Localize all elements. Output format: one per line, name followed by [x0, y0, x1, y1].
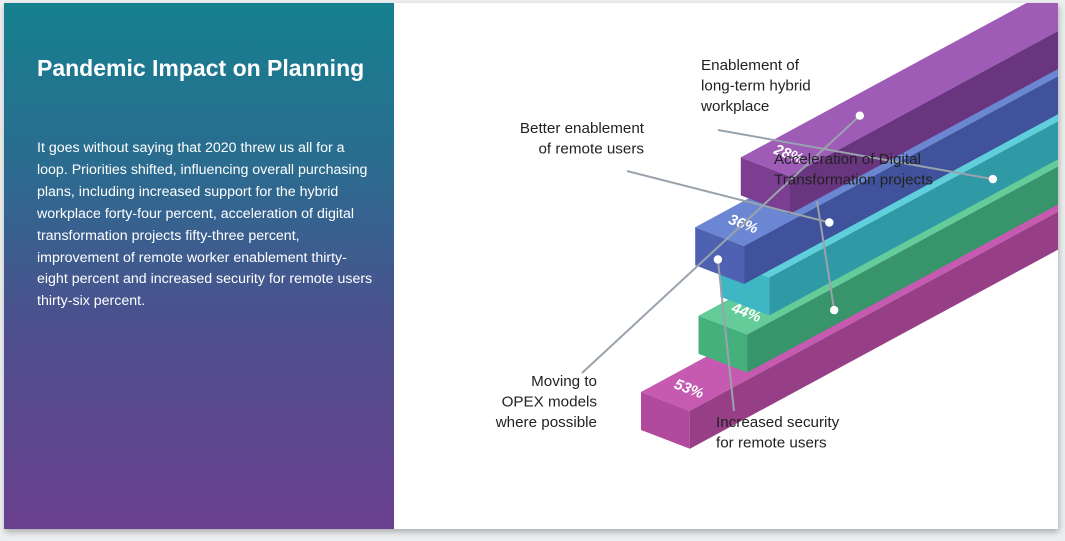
callout-text-line: where possible [495, 414, 597, 431]
bar-side-face [789, 31, 1058, 215]
callout-leader-line [716, 259, 735, 412]
bar-front-face [698, 315, 748, 373]
callout-leader-line [717, 129, 994, 181]
callout-text-line: OPEX models [502, 394, 598, 411]
callout-4: Enablement of long-term hybrid workplace [700, 57, 998, 184]
callout-2: Increased security for remote users [713, 255, 840, 452]
bar-front-face [695, 227, 745, 284]
infographic-card: Pandemic Impact on Planning It goes with… [4, 3, 1058, 529]
callout-text-line: workplace [700, 98, 769, 115]
callout-text-line: Better enablement [520, 120, 645, 137]
callout-text-line: for remote users [716, 435, 827, 452]
callout-leader-line [626, 170, 830, 224]
callout-dot [988, 174, 998, 184]
callout-text-line: Enablement of [701, 57, 800, 74]
callout-dot [830, 305, 839, 315]
callout-text-line: Increased security [716, 414, 840, 431]
callout-dot [713, 255, 723, 264]
callout-leader-line [816, 200, 836, 311]
bar-side-face [747, 166, 1058, 373]
bar-front-face [740, 157, 790, 215]
callout-text-line: Moving to [531, 373, 597, 390]
callout-3: Better enablement of remote users [520, 120, 834, 227]
bar-1: 28% [740, 3, 1058, 215]
callout-1: Moving to OPEX models where possible [495, 111, 864, 431]
intro-paragraph: It goes without saying that 2020 threw u… [37, 140, 373, 310]
callout-text-line: long-term hybrid [701, 78, 811, 95]
bar-side-face [769, 121, 1058, 316]
callout-text-line: Acceleration of Digital [774, 151, 921, 168]
bar-front-face [641, 392, 690, 449]
bar-side-face [689, 211, 1058, 449]
callout-text-line: of remote users [538, 141, 644, 158]
page-title: Pandemic Impact on Planning [37, 55, 365, 81]
intro-panel: Pandemic Impact on Planning It goes with… [4, 3, 394, 529]
callout-text-line: Transformation projects [774, 172, 933, 189]
callout-dot [855, 111, 864, 120]
bar-top-face [740, 3, 1058, 177]
callout-leader-line [581, 114, 861, 374]
callout-dot [825, 218, 834, 227]
